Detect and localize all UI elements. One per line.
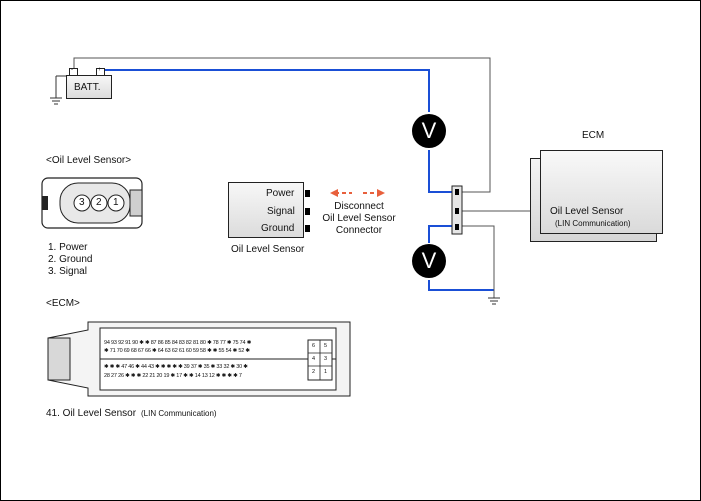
ecm-connector-legend-sub: (LIN Communication) — [141, 409, 217, 418]
ecm-pin-label: Oil Level Sensor — [550, 206, 624, 217]
battery-minus-sign: - — [71, 67, 73, 73]
ecm-connector-title: <ECM> — [46, 298, 80, 309]
sensor-pin-signal: Signal — [267, 206, 295, 217]
connector-pin-2: 2 — [96, 197, 102, 208]
disconnect-line-1: Disconnect — [334, 201, 384, 212]
legend-power: 1. Power — [48, 242, 88, 253]
ground-wire — [462, 225, 495, 298]
battery-positive-wire — [103, 69, 430, 112]
oil-sensor-box — [228, 182, 304, 238]
disconnect-line-3: Connector — [335, 225, 383, 236]
legend-signal: 3. Signal — [48, 266, 87, 277]
upper-voltmeter-icon: V — [412, 114, 446, 148]
ecm-side-pin-2: 2 — [312, 369, 315, 375]
lower-voltmeter-icon: V — [412, 244, 446, 278]
ecm-side-pin-3: 3 — [324, 356, 327, 362]
ecm-side-pin-6: 6 — [312, 343, 315, 349]
ecm-pin-row-1: 94 93 92 91 90 ✱ ✱ 87 86 85 84 83 82 81 … — [104, 340, 252, 346]
ecm-title: ECM — [582, 130, 605, 141]
ecm-side-pin-5: 5 — [324, 343, 327, 349]
legend-ground: 2. Ground — [48, 254, 93, 265]
meter-to-connector-wire — [428, 150, 455, 193]
ecm-pin-row-4: 28 27 26 ✱ ✱ ✱ 22 21 20 19 ✱ 17 ✱ ✱ 14 1… — [104, 373, 242, 379]
ecm-connector-legend: 41. Oil Level Sensor — [46, 408, 137, 419]
ecm-pin-sublabel: (LIN Communication) — [555, 219, 631, 228]
disconnect-line-2: Oil Level Sensor — [322, 213, 396, 224]
sensor-pin-power: Power — [266, 188, 295, 199]
ecm-pin-row-2: ✱ 71 70 69 68 67 66 ✱ 64 63 62 61 60 59 … — [104, 348, 250, 354]
disconnect-note: Disconnect Oil Level Sensor Connector — [318, 201, 400, 237]
oil-sensor-legend: 1. Power 2. Ground 3. Signal — [48, 242, 92, 278]
battery-box — [66, 75, 112, 99]
sensor-pin-ground: Ground — [261, 223, 295, 234]
battery-label: BATT. — [74, 82, 101, 93]
oil-sensor-caption: Oil Level Sensor — [231, 244, 305, 255]
ecm-side-pin-1: 1 — [324, 369, 327, 375]
oil-sensor-connector-title: <Oil Level Sensor> — [46, 155, 132, 166]
battery-plus-sign: + — [98, 67, 102, 73]
connector-pin-1: 1 — [113, 197, 119, 208]
lower-meter-wire-top — [428, 225, 455, 243]
connector-pin-3: 3 — [79, 197, 85, 208]
ecm-side-pin-4: 4 — [312, 356, 315, 362]
ecm-pin-row-3: ✱ ✱ ✱ 47 46 ✱ 44 43 ✱ ✱ ✱ ✱ ✱ 39 37 ✱ 35… — [104, 364, 248, 370]
lower-meter-wire-bottom — [428, 280, 494, 291]
battery-ground-wire — [73, 57, 491, 193]
